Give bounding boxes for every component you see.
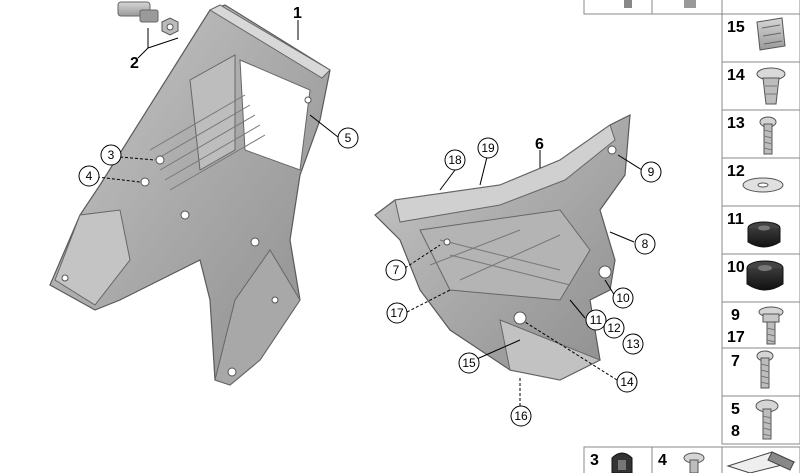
spring-clip-icon [756,17,786,51]
panel-label-15: 15 [727,19,745,36]
callout-17: 17 [390,306,404,320]
push-rivet-icon [756,67,786,105]
callout-2: 2 [130,55,139,72]
panel-label-13: 13 [727,115,745,132]
leader-lines [96,20,643,406]
panel-label-11: 11 [727,211,744,228]
bracket-assembly-left [49,1,331,386]
callout-9: 9 [648,165,655,179]
callout-5: 5 [345,131,352,145]
panel-part-icons [611,17,796,473]
seal-strip-icon [726,451,796,473]
panel-label-5: 5 [731,401,740,418]
bottom-label-4: 4 [658,452,667,469]
screw-4-icon [683,452,705,473]
callout-15: 15 [462,356,476,370]
callout-12: 12 [607,321,621,335]
panel-label-7: 7 [731,353,740,370]
bottom-label-3: 3 [590,452,599,469]
callouts: 1 2 3 4 5 6 7 8 9 10 11 12 13 14 15 16 1… [78,5,662,427]
callout-10: 10 [616,291,630,305]
callout-4: 4 [86,169,93,183]
washer-icon [742,177,784,193]
grommet-10-icon [746,260,784,291]
callout-14: 14 [620,375,634,389]
callout-19: 19 [481,141,495,155]
screw-13-icon [759,116,777,155]
clip-3-icon [611,452,633,473]
callout-3: 3 [108,148,115,162]
callout-13: 13 [626,337,640,351]
top-bolt-icon [117,1,179,36]
callout-6: 6 [535,136,544,153]
panel-label-17: 17 [727,329,745,346]
panel-label-8: 8 [731,423,740,440]
screw-7-icon [756,350,774,389]
callout-1: 1 [293,5,302,22]
grommet-11-icon [747,221,781,248]
top-row-partial-icons [624,0,696,8]
panel-label-10: 10 [727,259,745,276]
callout-18: 18 [448,153,462,167]
callout-16: 16 [514,409,528,423]
panel-label-9: 9 [731,307,740,324]
panel-label-12: 12 [727,163,745,180]
flange-bolt-icon [758,306,784,345]
callout-11: 11 [590,313,603,327]
bracket-assembly-right [374,113,631,381]
callout-7: 7 [393,263,400,277]
bolt-5-8-icon [755,399,779,440]
panel-labels: 15 14 13 12 11 10 9 17 7 5 8 3 4 [590,19,745,469]
panel-label-14: 14 [727,67,745,84]
callout-8: 8 [642,237,649,251]
